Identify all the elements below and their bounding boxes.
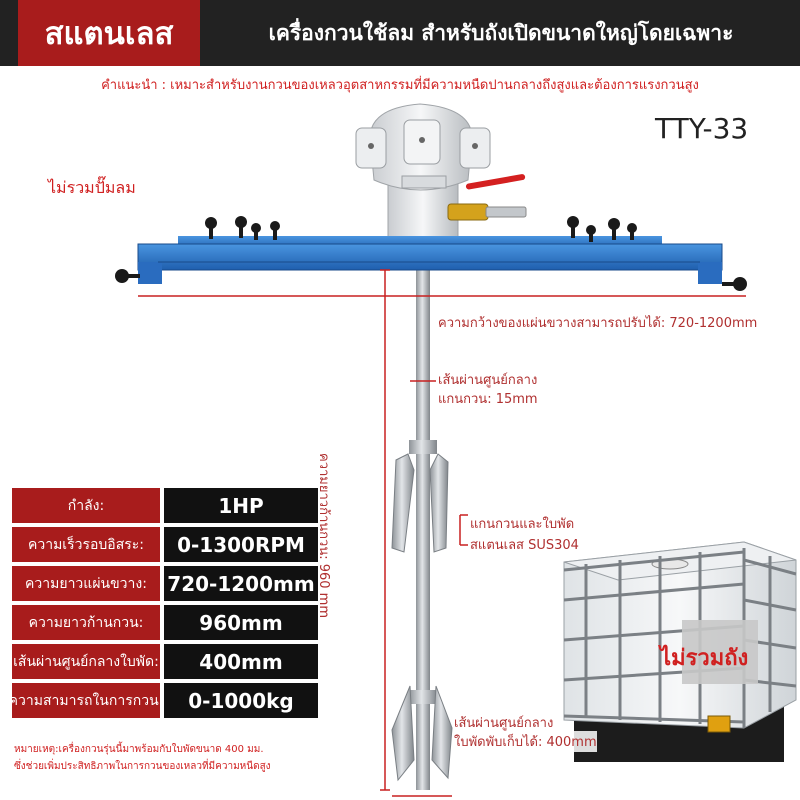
spec-row-speed: ความเร็วรอบอิสระ: 0-1300RPM [12,527,318,562]
spec-label: ความสามารถในการกวน: [9,683,163,718]
shaft-diameter-label-2: แกนกวน: 15mm [438,388,538,409]
folding-blade-label-1: เส้นผ่านศูนย์กลาง [454,712,554,733]
spec-row-capacity: ความสามารถในการกวน: 0-1000kg [9,683,318,718]
shaft-diameter-label-1: เส้นผ่านศูนย์กลาง [438,369,538,390]
header-bar: สแตนเลส เครื่องกวนใช้ลม สำหรับถังเปิดขนา… [0,0,800,66]
spec-row-shaft: ความยาวก้านกวน: 960mm [12,605,318,640]
spec-row-power: กำลัง: 1HP [12,488,318,523]
spec-label: ความยาวแผ่นขวาง: [12,566,160,601]
spec-row-impeller: เส้นผ่านศูนย์กลางใบพัด: 400mm [12,644,318,679]
upper-impeller [391,440,449,553]
folding-blade-label-2: ใบพัดพับเก็บได้: 400mm [454,731,597,752]
clamp-knobs [115,216,747,291]
footnote: หมายเหตุ:เครื่องกวนรุ่นนี้มาพร้อมกับใบพั… [14,741,271,775]
air-motor [355,103,491,245]
spec-value: 0-1000kg [164,683,318,718]
blade-material-label-2: สแตนเลส SUS304 [470,534,579,555]
spec-value: 0-1300RPM [164,527,318,562]
spec-value: 400mm [164,644,318,679]
spec-label: ความเร็วรอบอิสระ: [12,527,160,562]
no-pump-note: ไม่รวมปั๊มลม [48,178,136,197]
ibc-tank [563,541,797,762]
spec-value: 720-1200mm [164,566,318,601]
spec-value: 1HP [164,488,318,523]
material-tag: สแตนเลส [18,0,200,66]
spec-label: เส้นผ่านศูนย์กลางใบพัด: [12,644,160,679]
footnote-line-1: หมายเหตุ:เครื่องกวนรุ่นนี้มาพร้อมกับใบพั… [14,744,264,755]
no-tank-note: ไม่รวมถัง [660,646,749,671]
spec-label: กำลัง: [12,488,160,523]
dimension-lines [138,269,746,797]
plate-width-label: ความกว้างของแผ่นขวางสามารถปรับได้: 720-1… [438,312,758,333]
advice-text: คำแนะนำ : เหมาะสำหรับงานกวนของเหลวอุตสาห… [101,78,699,93]
mounting-crossbar [137,236,723,284]
spec-table: กำลัง: 1HP ความเร็วรอบอิสระ: 0-1300RPM ค… [9,488,318,722]
spec-row-plate: ความยาวแผ่นขวาง: 720-1200mm [12,566,318,601]
page-title: เครื่องกวนใช้ลม สำหรับถังเปิดขนาดใหญ่โดย… [268,20,734,45]
footnote-line-2: ซึ่งช่วยเพิ่มประสิทธิภาพในการกวนของเหลวท… [14,761,271,772]
spec-label: ความยาวก้านกวน: [12,605,160,640]
mixer-shaft [416,262,430,790]
lower-impeller [391,685,453,782]
spec-value: 960mm [164,605,318,640]
air-valve [447,174,527,221]
model-number: TTY-33 [655,112,749,145]
blade-material-label-1: แกนกวนและใบพัด [470,513,575,534]
